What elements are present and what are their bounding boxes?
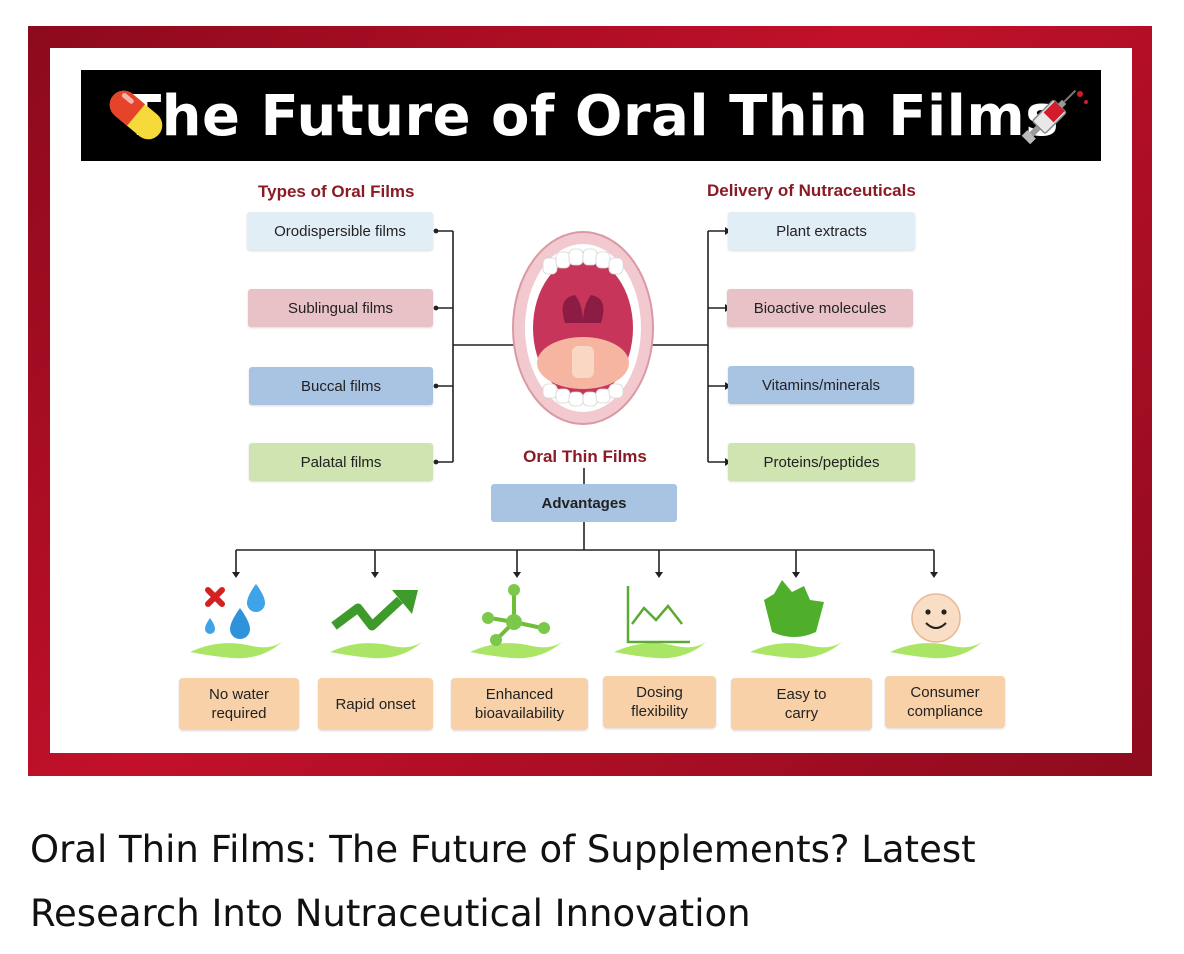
advantage-box: Easy to carry	[731, 678, 872, 730]
no-water-icon	[190, 584, 282, 659]
oral-thin-films-label: Oral Thin Films	[523, 447, 647, 466]
leaf-packet-icon	[750, 580, 842, 659]
right-item: Proteins/peptides	[728, 443, 915, 481]
banner-title: The Future of Oral Thin Films	[122, 84, 1060, 149]
right-item: Vitamins/minerals	[728, 366, 914, 404]
syringe-icon	[1021, 89, 1088, 145]
open-mouth-icon	[512, 231, 654, 425]
advantage-box: Enhanced bioavailability	[451, 678, 588, 730]
types-heading: Types of Oral Films	[258, 182, 415, 201]
advantages-box: Advantages	[491, 484, 677, 522]
right-item: Bioactive molecules	[727, 289, 913, 327]
right-item: Plant extracts	[728, 212, 915, 250]
delivery-heading: Delivery of Nutraceuticals	[707, 181, 916, 200]
line-graph-icon	[614, 586, 706, 659]
article-title[interactable]: Oral Thin Films: The Future of Supplemen…	[30, 828, 976, 935]
title-banner: The Future of Oral Thin Films	[81, 70, 1101, 161]
pill-capsule-icon	[109, 90, 163, 140]
rising-arrow-icon	[330, 590, 422, 659]
advantage-box: Dosing flexibility	[603, 676, 716, 728]
left-item: Orodispersible films	[247, 212, 433, 250]
left-item: Palatal films	[249, 443, 433, 481]
left-item: Sublingual films	[248, 289, 433, 327]
advantage-box: No water required	[179, 678, 299, 730]
molecule-icon	[470, 584, 562, 659]
advantage-box: Consumer compliance	[885, 676, 1005, 728]
advantage-box: Rapid onset	[318, 678, 433, 730]
left-item: Buccal films	[249, 367, 433, 405]
smiley-face-icon	[890, 593, 982, 659]
